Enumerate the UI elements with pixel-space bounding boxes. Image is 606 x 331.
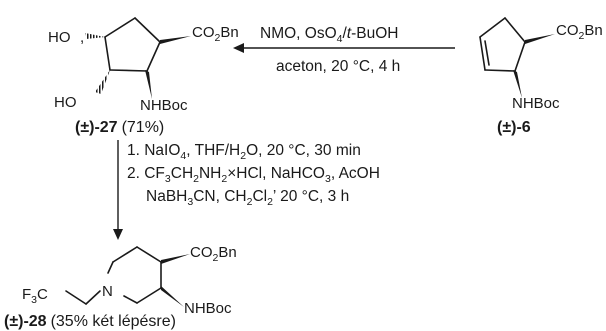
nitrogen-label: N [102,283,113,300]
reaction1-reagents: NMO, OsO4/t-BuOH [260,25,398,45]
compound-6-structure: CO2Bn NHBoc [479,17,603,112]
hydroxyl-label: HO [48,29,71,46]
compound-27-label: (±)-27(71%) [75,119,164,136]
reaction-arrow-2 [113,140,123,240]
wedge-bond [513,70,522,98]
wedge-bond [161,286,184,307]
hashed-bond [95,70,110,94]
reaction2-step3: NaBH3CN, CH2Cl2’ 20 °C, 3 h [146,188,349,208]
reaction2-step1: 1. NaIO4, THF/H2O, 20 °C, 30 min [127,142,361,162]
compound-28-structure: N F3C CO2Bn NHBoc [22,244,237,317]
hashed-bond [85,33,105,39]
nhboc-label: NHBoc [512,95,560,112]
ester-label: CO2Bn [190,244,237,264]
nhboc-label: NHBoc [140,97,188,114]
nhboc-label: NHBoc [184,300,232,317]
wedge-bond [161,254,190,264]
trifluoromethyl-label: F3C [22,286,48,306]
reaction1-conditions: aceton, 20 °C, 4 h [276,58,400,75]
svg-text:,: , [80,29,84,46]
reaction-arrow-1 [233,43,455,53]
compound-6-label: (±)-6 [497,119,531,136]
compound-27-structure: HO , HO CO2Bn NHBoc [48,17,239,114]
reaction2-step2: 2. CF3CH2NH2×HCl, NaHCO3, AcOH [127,165,380,185]
hydroxyl-label: HO [54,94,77,111]
ester-label: CO2Bn [192,24,239,44]
compound-28-label: (±)-28(35% két lépésre) [4,313,176,330]
wedge-bond [160,36,191,44]
wedge-bond [145,70,152,99]
ester-label: CO2Bn [556,22,603,42]
wedge-bond [525,34,555,44]
